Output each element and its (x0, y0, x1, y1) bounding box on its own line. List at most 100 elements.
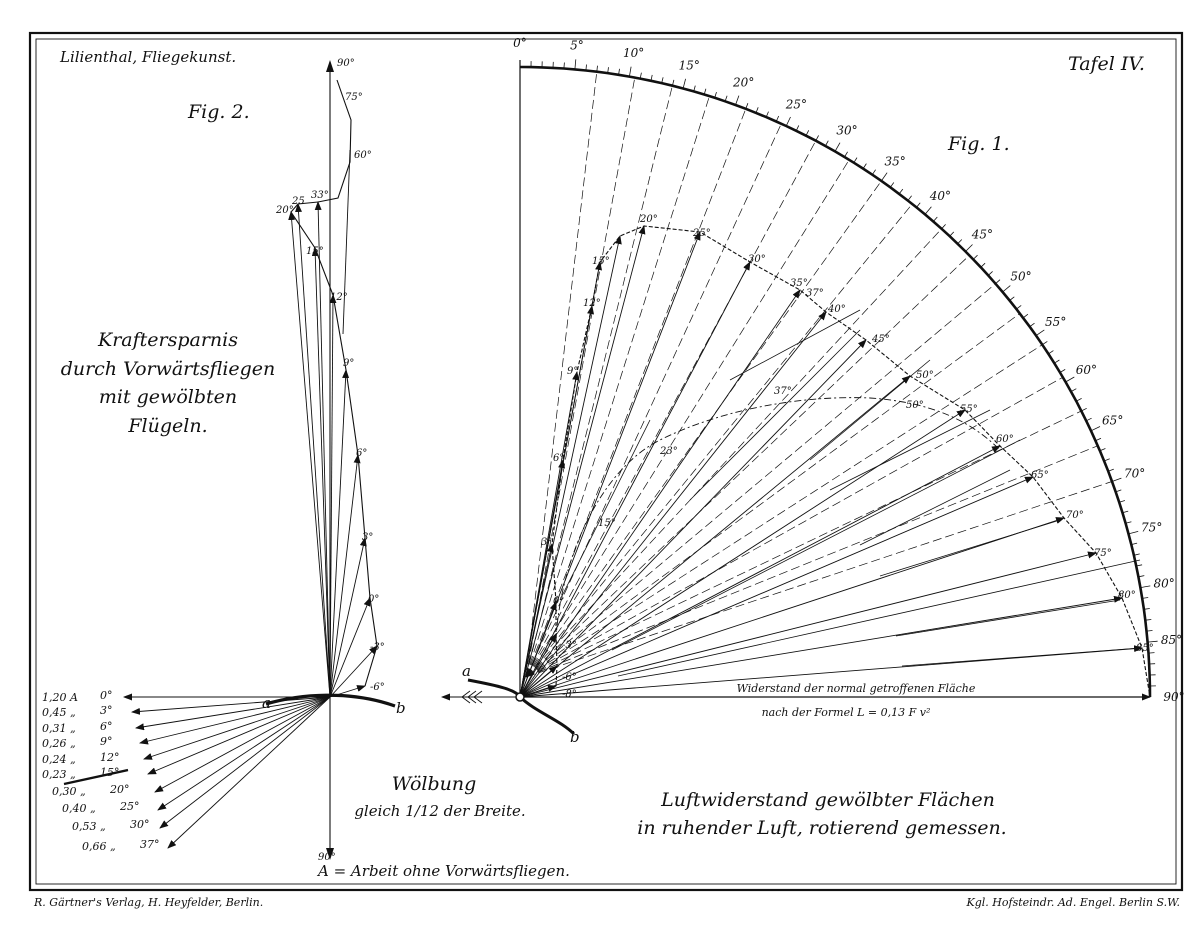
arc-tick (629, 66, 632, 77)
fig2-table-value: 0,66 „ (82, 840, 116, 853)
fig2-table-angle: 6° (100, 720, 113, 733)
fig1-curve-label: 23° (659, 446, 678, 457)
fig1-dashed-rays (525, 71, 1113, 678)
header-left-title: Lilienthal, Fliegekunst. (59, 48, 236, 66)
fig2-profile-b: b (396, 699, 406, 717)
component-line (859, 469, 1011, 546)
arc-tick (795, 125, 800, 131)
fig2-table-ray (143, 696, 331, 760)
fig1-curve-label: 60° (996, 434, 1014, 445)
fig2-table-angle: 25° (119, 800, 140, 813)
fig2-rays (288, 201, 378, 698)
fig1-curve-label: 45° (871, 334, 890, 345)
dashed-ray (525, 108, 747, 678)
fig1-curve-label: -8° (562, 689, 577, 700)
arc-tick (1016, 305, 1022, 310)
fig2-table-value: 0,40 „ (62, 802, 96, 815)
outer-tick-label: 45° (971, 228, 993, 242)
fig1-caption-line-1: Luftwiderstand gewölbter Flächen (660, 789, 995, 811)
outer-tick-label: 20° (732, 75, 754, 89)
arc-tick (703, 88, 707, 95)
fig2-curve-lower-tail (342, 149, 351, 335)
fig2-ray (288, 211, 331, 698)
fig1-curve-label: 85° (1136, 643, 1154, 654)
fig2-curve-label: 33° (311, 190, 329, 201)
resultant-ray (519, 339, 867, 698)
fig2-ray (314, 201, 331, 698)
outer-tick-label: 30° (836, 124, 857, 138)
fig1-curve-label: 40° (827, 304, 846, 315)
fig2-table-value: 0,31 „ (42, 722, 76, 735)
fig1-curve-label: 20° (639, 214, 658, 225)
component-line (809, 359, 931, 461)
fig2-caption-line-2: durch Vorwärtsfliegen (61, 358, 276, 380)
fig1-wing-profile (467, 678, 576, 736)
resultant-ray (519, 409, 966, 698)
dashed-ray (525, 255, 970, 678)
fig2-table-ray (147, 696, 331, 775)
arc-tick (693, 85, 696, 92)
arc-tick (1042, 341, 1048, 346)
fig2-ray (311, 247, 331, 698)
footer-right: Kgl. Hofsteindr. Ad. Engel. Berlin S.W. (966, 896, 1181, 909)
outer-tick-label: 70° (1124, 466, 1145, 480)
arc-tick (815, 135, 819, 141)
arc-tick (933, 216, 938, 222)
fig2-ray (329, 597, 371, 698)
fig2-curve-label: 6° (356, 448, 367, 459)
fig1-baseline-caption-2: nach der Formel L = 0,13 F v² (762, 706, 931, 719)
arc-tick (889, 182, 895, 188)
fig2-table-ray (131, 696, 331, 715)
outer-tick-label: 55° (1045, 315, 1066, 329)
arc-tick (1099, 448, 1106, 452)
fig1-resistance-curve (551, 225, 1151, 698)
arc-tick (639, 72, 642, 79)
resultant-ray (519, 445, 1001, 698)
fig2-arbeit-caption: A = Arbeit ohne Vorwärtsfliegen. (316, 862, 570, 880)
fig2-bottom-arrowhead (326, 848, 334, 860)
fig2-table-value: 0,24 „ (42, 753, 76, 766)
fig2-caption-line-4: Flügeln. (127, 415, 207, 437)
arc-tick (844, 151, 848, 158)
arc-tick (972, 254, 978, 260)
arc-tick (1145, 619, 1152, 621)
fig2-curve-label: -3° (370, 642, 385, 653)
outer-tick-label: 35° (884, 154, 905, 168)
dashed-ray (525, 140, 817, 678)
arc-tick (765, 111, 769, 118)
component-line (729, 309, 861, 381)
resultant-ray (519, 261, 751, 698)
arc-tick (650, 74, 653, 81)
dashed-ray (525, 180, 882, 678)
outer-tick-label: 85° (1161, 633, 1182, 647)
fig1-curve-label: 15° (592, 256, 610, 267)
resultant-ray (519, 231, 701, 698)
outer-tick-label: 75° (1141, 521, 1162, 535)
fig2-resultant-curve (290, 79, 378, 687)
outer-tick-label: 40° (929, 189, 951, 203)
outer-tick-label: 0° (513, 36, 527, 50)
resultant-ray (519, 375, 911, 698)
arc-tick (1111, 477, 1122, 482)
outer-frame (28, 31, 1184, 892)
arc-tick (834, 142, 841, 152)
fig1-curve-label: 0° (553, 596, 564, 607)
arc-tick (724, 95, 728, 102)
fig1-profile-b: b (570, 728, 580, 746)
arc-tick (1140, 585, 1151, 588)
fig2-curve-label: 60° (354, 150, 372, 161)
fig2-profile-a: a (262, 694, 271, 712)
fig1-curve-label: 55° (960, 404, 978, 415)
fig1-curve-label: 80° (1118, 590, 1136, 601)
outer-tick-label: 60° (1076, 363, 1097, 377)
arc-tick (805, 130, 810, 136)
arc-tick (1148, 652, 1155, 654)
component-line (617, 559, 1141, 677)
component-line (611, 439, 1021, 651)
footer-left: R. Gärtner's Verlag, H. Heyfelder, Berli… (33, 896, 263, 909)
dashed-ray (525, 445, 1098, 678)
fig2-table-angle: 0° (100, 689, 113, 702)
arc-tick (1125, 521, 1132, 524)
arc-tick (1095, 437, 1102, 442)
